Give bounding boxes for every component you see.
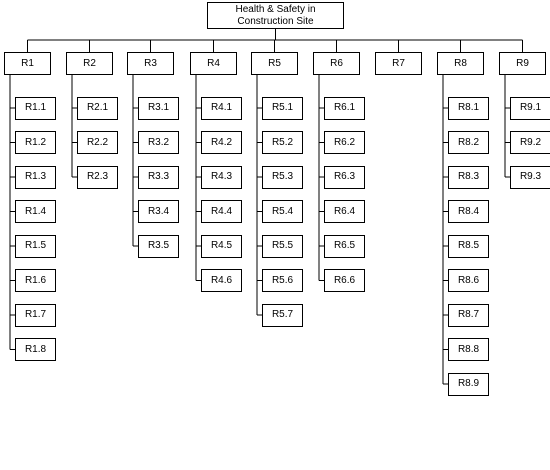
child-node-r9-1: R9.1	[510, 96, 550, 120]
child-node-r8-5: R8.5	[448, 234, 489, 258]
child-node-r8-1: R8.1	[448, 96, 489, 120]
group-node-r2: R2	[66, 52, 113, 75]
child-node-r4-2: R4.2	[201, 131, 242, 154]
child-node-r8-3: R8.3	[448, 165, 489, 189]
child-node-r8-4: R8.4	[448, 200, 489, 223]
child-node-r8-2: R8.2	[448, 131, 489, 154]
child-node-r8-8: R8.8	[448, 338, 489, 361]
child-node-r9-3: R9.3	[510, 165, 550, 189]
child-node-r1-8: R1.8	[15, 338, 56, 361]
child-node-r2-3: R2.3	[77, 165, 118, 189]
child-node-r5-4: R5.4	[262, 200, 303, 223]
child-node-r1-2: R1.2	[15, 131, 56, 154]
root-node: Health & Safety in Construction Site	[207, 2, 344, 29]
group-node-r8: R8	[437, 52, 484, 75]
child-node-r3-1: R3.1	[138, 96, 179, 120]
child-node-r6-3: R6.3	[324, 165, 365, 189]
child-node-r4-3: R4.3	[201, 165, 242, 189]
child-node-r2-1: R2.1	[77, 96, 118, 120]
child-node-r3-3: R3.3	[138, 165, 179, 189]
child-node-r5-7: R5.7	[262, 303, 303, 327]
group-node-r6: R6	[313, 52, 360, 75]
child-node-r4-6: R4.6	[201, 269, 242, 292]
child-node-r1-6: R1.6	[15, 269, 56, 292]
child-node-r1-5: R1.5	[15, 234, 56, 258]
root-label-line1: Health & Safety in	[235, 4, 316, 15]
root-label-line2: Construction Site	[237, 15, 314, 27]
child-node-r6-5: R6.5	[324, 234, 365, 258]
group-node-r3: R3	[127, 52, 174, 75]
child-node-r1-7: R1.7	[15, 303, 56, 327]
child-node-r6-2: R6.2	[324, 131, 365, 154]
child-node-r4-4: R4.4	[201, 200, 242, 223]
group-node-r9: R9	[499, 52, 546, 75]
child-node-r2-2: R2.2	[77, 131, 118, 154]
child-node-r8-6: R8.6	[448, 269, 489, 292]
child-node-r3-5: R3.5	[138, 234, 179, 258]
child-node-r5-5: R5.5	[262, 234, 303, 258]
child-node-r5-2: R5.2	[262, 131, 303, 154]
child-node-r1-1: R1.1	[15, 96, 56, 120]
child-node-r8-9: R8.9	[448, 372, 489, 396]
child-node-r1-4: R1.4	[15, 200, 56, 223]
child-node-r4-1: R4.1	[201, 96, 242, 120]
child-node-r1-3: R1.3	[15, 165, 56, 189]
child-node-r6-6: R6.6	[324, 269, 365, 292]
child-node-r5-3: R5.3	[262, 165, 303, 189]
group-node-r5: R5	[251, 52, 298, 75]
child-node-r8-7: R8.7	[448, 303, 489, 327]
child-node-r3-4: R3.4	[138, 200, 179, 223]
child-node-r4-5: R4.5	[201, 234, 242, 258]
group-node-r1: R1	[4, 52, 51, 75]
child-node-r3-2: R3.2	[138, 131, 179, 154]
child-node-r5-6: R5.6	[262, 269, 303, 292]
group-node-r7: R7	[375, 52, 422, 75]
child-node-r5-1: R5.1	[262, 96, 303, 120]
child-node-r6-1: R6.1	[324, 96, 365, 120]
group-node-r4: R4	[190, 52, 237, 75]
child-node-r9-2: R9.2	[510, 131, 550, 154]
child-node-r6-4: R6.4	[324, 200, 365, 223]
